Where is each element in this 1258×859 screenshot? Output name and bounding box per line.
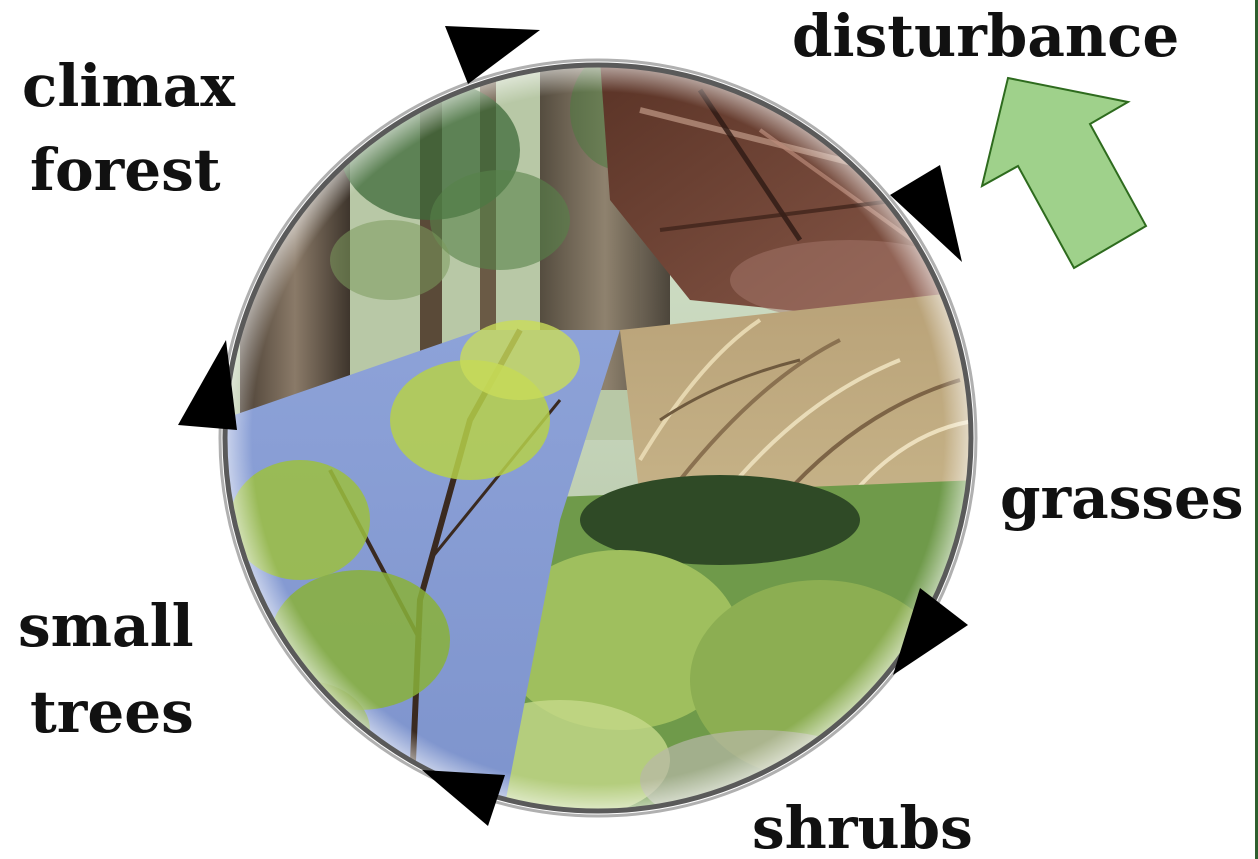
climax-forest-label-line1: climax [22, 54, 235, 118]
small-trees-label-line2: trees [30, 680, 194, 744]
small-trees-label-line1: small [18, 594, 194, 658]
cycle-arrow-bottom [422, 770, 505, 826]
grasses-label: grasses [1000, 466, 1244, 530]
shrubs-label: shrubs [752, 796, 973, 859]
disturbance-label: disturbance [792, 4, 1179, 68]
highlight-arrow [982, 78, 1146, 268]
climax-forest-label-line2: forest [30, 138, 221, 202]
